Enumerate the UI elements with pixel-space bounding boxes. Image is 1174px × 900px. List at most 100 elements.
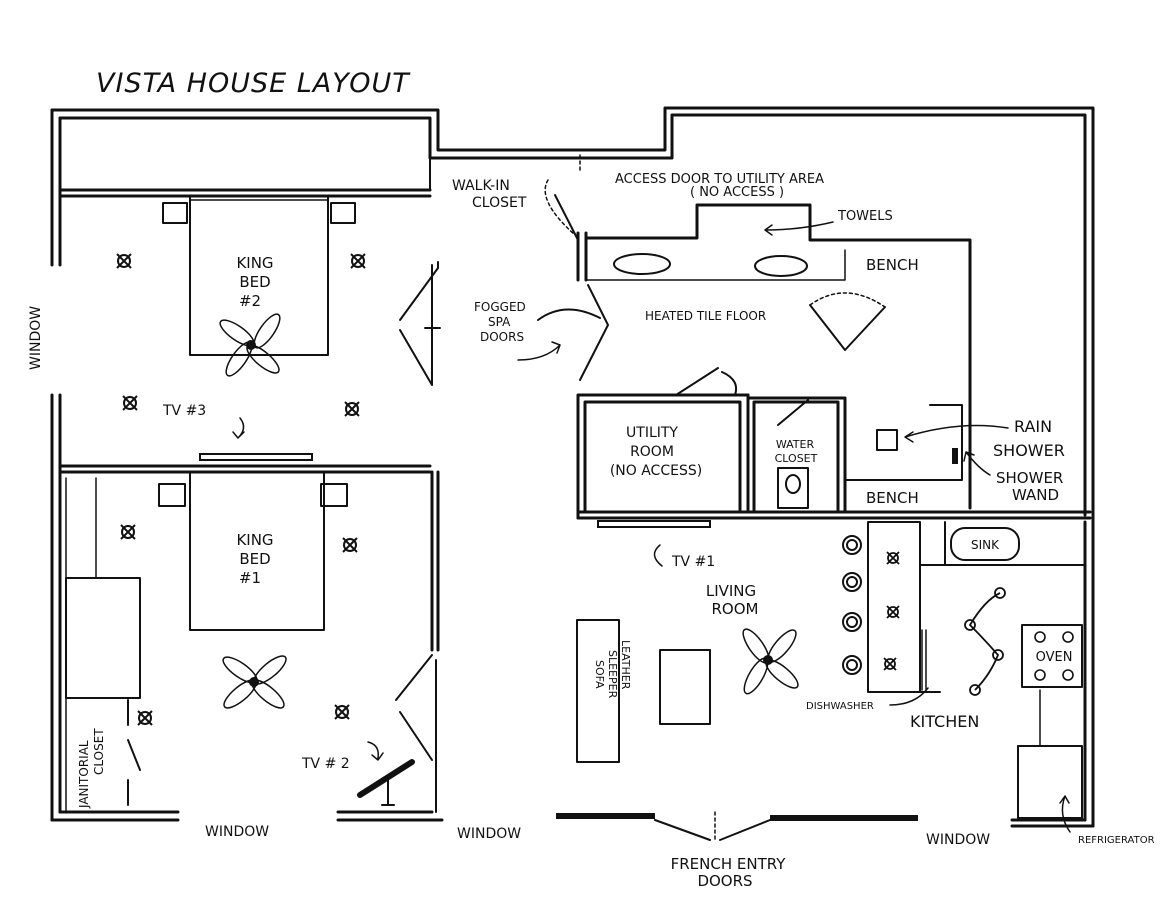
pendant-lights-icon [964,587,1006,696]
burner-icon [1034,631,1074,681]
walkin-door [544,154,581,236]
kitchen: SINK OVEN DISHWASHER KITCHEN [806,521,1155,846]
sofa [576,619,620,763]
wall-bottom-mid [336,810,444,822]
tv2-icon [357,759,415,806]
ceiling-fan-icon [222,655,287,709]
tv1-icon [597,520,711,528]
window-bottom-left-label: WINDOW [205,824,269,840]
pillow-r2 [320,483,348,507]
refrigerator-label: REFRIGERATOR [1078,835,1155,846]
bedroom1-right-wall [430,470,440,652]
fogged-line3: DOORS [480,330,524,344]
sink-basin-1 [613,253,671,275]
toilet-icon [777,467,809,509]
bed-2-frame [189,195,329,356]
utility-line3: (NO ACCESS) [610,463,702,479]
pillow-l2 [158,483,186,507]
wall-left-lower [50,393,62,822]
fridge-arrow [1059,795,1071,833]
water-line1: WATER [776,438,815,451]
rain-line1: RAIN [1014,417,1052,436]
bar-stool-icon [842,535,862,675]
bedroom-1: KING BED #1 JANITORIAL CLOSET TV # 2 [65,470,440,813]
fogged-arrow [517,341,561,361]
bedroom-divider [58,464,432,474]
bedroom1-doors [395,654,437,813]
walkin-door-panel [554,194,579,241]
kitchen-counter [919,521,1086,693]
wand-line2: WAND [1012,486,1059,504]
king1-line2: BED [239,550,270,568]
rain-shower-icon [876,429,898,451]
bench-top-label: BENCH [866,256,919,274]
king2-line3: #2 [239,292,261,310]
wall-right-lower [1083,520,1095,828]
vanity-counter [585,249,846,281]
tv3-icon [199,453,313,461]
oven-label: OVEN [1036,650,1073,665]
pillow-l [162,202,188,224]
utility-line2: ROOM [630,444,674,460]
ceiling-fan-icon [742,628,799,695]
bench-bottom-label: BENCH [866,489,919,507]
wall-bottom-left [50,810,180,822]
water-closet-walls [746,393,847,514]
spa-doors [537,284,609,381]
light-fixture-icon [116,253,366,417]
bedroom2-doors [399,261,441,386]
water-line2: CLOSET [775,452,818,465]
water-closet-door [777,399,809,426]
kitchen-label: KITCHEN [910,712,979,731]
tv1-label: TV #1 [671,554,715,570]
wall-left [50,108,62,267]
coffee-table [659,649,711,725]
utility-area: UTILITY ROOM (NO ACCESS) WATER CLOSET BE… [576,367,1092,520]
utility-line1: UTILITY [626,425,678,441]
wall-bottom-right [1010,818,1095,828]
refrigerator-icon [1017,745,1083,819]
window-bottom-right-label: WINDOW [926,832,990,848]
rain-line2: SHOWER [993,441,1065,460]
tv3-label: TV #3 [162,403,206,419]
dishwasher-panel [921,629,927,691]
shower-wand-icon [952,448,958,464]
shower-door-arc [809,292,886,308]
bathroom: WALK-IN CLOSET ACCESS DOOR TO UTILITY AR… [452,154,972,510]
sofa-line1: LEATHER [619,640,632,690]
closet-shelf [59,117,431,191]
janitorial-line2: CLOSET [92,728,106,775]
utility-door [675,367,738,396]
sink-basin-2 [754,255,808,277]
king1-line3: #1 [239,569,261,587]
sofa-line2: SLEEPER [606,650,619,699]
tv2-label: TV # 2 [301,756,350,772]
wand-arrow [963,451,991,476]
living-line2: ROOM [712,600,759,618]
living-line1: LIVING [706,582,756,600]
tv2-arrow [367,741,384,761]
bath-bottom-wall [576,510,1092,520]
light-fixture-icon [120,524,358,726]
bedroom-2: KING BED #2 TV #3 [58,117,441,474]
sink-label: SINK [971,538,1000,552]
shower-door [809,304,886,351]
bed-1-frame [189,471,325,631]
walkin-line1: WALK-IN [452,178,510,194]
vanity-wall [576,203,972,510]
window-left-label: WINDOW [28,306,44,370]
sink-icon [950,527,1020,561]
king1-line1: KING [236,531,273,549]
janitorial-door [127,699,141,806]
king2-line1: KING [236,254,273,272]
shower-bench-wall [844,404,963,481]
access-line2: ( NO ACCESS ) [690,185,784,200]
heated-label: HEATED TILE FLOOR [645,309,766,323]
fogged-line1: FOGGED [474,300,526,314]
dresser [65,577,141,699]
french-line2: DOORS [697,872,752,890]
king2-line2: BED [239,273,270,291]
towels-label: TOWELS [837,209,893,224]
oven-icon [1021,624,1083,688]
